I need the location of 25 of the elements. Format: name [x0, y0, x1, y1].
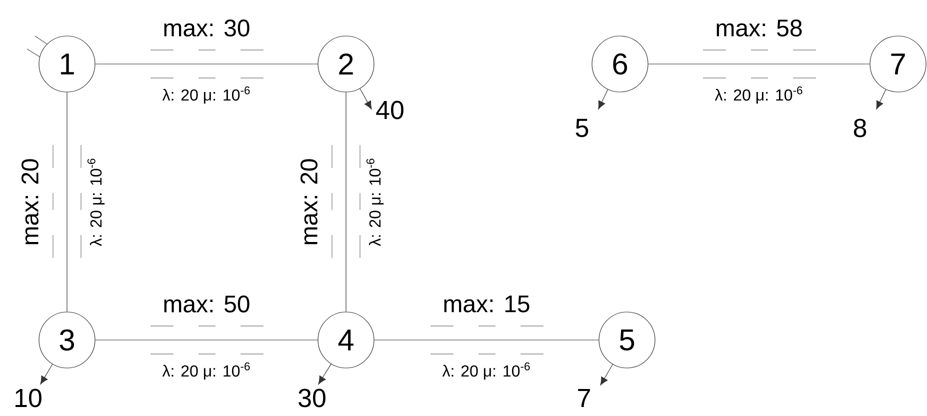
parameter-label: λ: 20 μ: 10$^{-6}$: [162, 362, 250, 380]
edge-label: max: 50: [164, 296, 250, 312]
parameter-label: λ: 20 μ: 10$^{-6}$: [714, 86, 802, 104]
edge-label: max: 20: [300, 159, 318, 244]
edge-label: max: 58: [716, 20, 802, 36]
demand-arrow: [360, 88, 372, 110]
link-line: [66, 92, 68, 312]
demand-value: 30: [298, 388, 326, 408]
parameter-label: λ: 20 μ: 10$^{-6}$: [162, 86, 250, 104]
edge-label: max: 30: [164, 20, 250, 36]
demand-value: 10: [16, 388, 42, 408]
edge-label: max: 15: [444, 296, 530, 312]
demand-value: 8: [854, 118, 866, 138]
demand-arrow: [600, 364, 613, 386]
parameter-label: λ: 20 μ: 10$^{-6}$: [87, 158, 105, 246]
demand-value: 7: [578, 389, 590, 407]
parameter-label: λ: 20 μ: 10$^{-6}$: [442, 362, 530, 380]
demand-value: 40: [376, 100, 404, 120]
edge-label: max: 20: [22, 159, 38, 244]
demand-arrow: [598, 89, 608, 110]
demand-arrow: [876, 89, 886, 110]
demand-value: 5: [576, 118, 588, 138]
demand-arrow: [318, 364, 332, 384]
parameter-label: λ: 20 μ: 10$^{-6}$: [366, 158, 384, 246]
demand-arrow: [40, 364, 53, 384]
